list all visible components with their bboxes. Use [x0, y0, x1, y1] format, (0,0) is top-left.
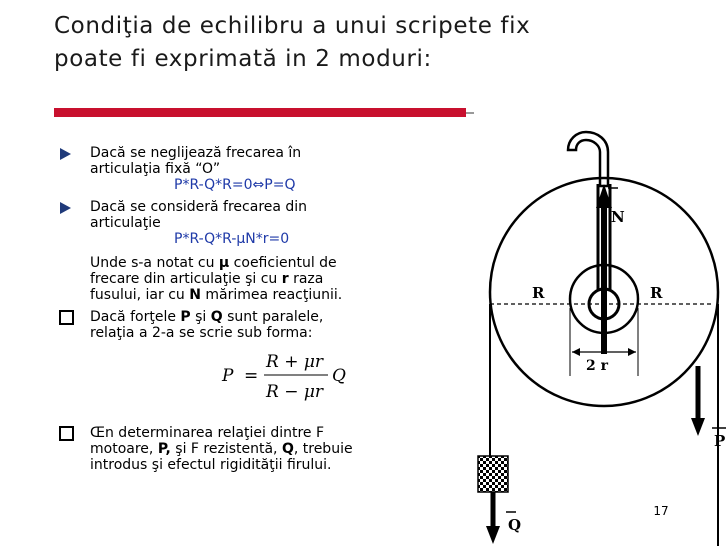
symbol-N: N [189, 287, 201, 303]
bullet-text-line: introdus şi efectul rigidităţii firului. [90, 457, 332, 473]
bullet-text-line: Dacă se neglijează frecarea în [90, 145, 302, 161]
page-number: 17 [653, 504, 669, 518]
label-N: N [611, 208, 625, 226]
formula-with-friction: P*R-Q*R-μN*r=0 [174, 231, 290, 247]
bullet-parallel-forces: Dacă forţele P şi Q sunt paralele, relaţ… [58, 309, 468, 405]
eq-lhs: P [221, 366, 234, 386]
slide-body: Dacă se neglijează frecarea în articulaţ… [58, 145, 468, 473]
force-P-arrowhead [691, 418, 705, 436]
eq-denominator: R − μr [265, 382, 324, 402]
bullet-rigidity: Œn determinarea relaţiei dintre F motoar… [58, 425, 468, 473]
arrow-bullet-icon [60, 148, 71, 160]
eq-sign: = [244, 366, 258, 386]
title-line-1: Condiţia de echilibru a unui scripete fi… [54, 13, 531, 39]
label-R-left: R [532, 284, 545, 302]
reaction-arrowhead [596, 184, 612, 208]
label-2r: 2 r [586, 358, 609, 374]
bullet-no-friction: Dacă se neglijează frecarea în articulaţ… [58, 145, 468, 193]
equation-block: P = R + μr R − μr Q [90, 347, 468, 405]
bullet-text-line: relaţia a 2-a se scrie sub forma: [90, 325, 313, 341]
title-underline-gray [466, 112, 474, 114]
label-R-right: R [650, 284, 663, 302]
arrow-bullet-icon [60, 202, 71, 214]
hook-icon [566, 130, 610, 188]
eq-numerator: R + μr [265, 352, 324, 372]
bullet-text-line: articulaţie [90, 215, 161, 231]
note-line: frecare din articulaţie şi cu r raza [90, 271, 324, 287]
bullet-text-line: articulaţia fixă “O” [90, 161, 221, 177]
label-Q: Q [508, 516, 521, 534]
slide-title: Condiţia de echilibru a unui scripete fi… [54, 10, 614, 76]
pulley-wheel [488, 176, 720, 408]
symbol-mu: μ [218, 255, 230, 271]
symbol-r: r [281, 271, 289, 287]
title-underline-red [54, 108, 466, 117]
bullet-text-line: Dacă se consideră frecarea din [90, 199, 308, 215]
checkbox-bullet-icon [59, 310, 74, 325]
bullet-text-line: Œn determinarea relaţiei dintre F [90, 425, 325, 441]
eq-factor: Q [332, 366, 346, 386]
note-line: Unde s-a notat cu μ coeficientul de [90, 255, 337, 271]
dim-arrowhead-left [572, 348, 580, 356]
dim-arrowhead-right [628, 348, 636, 356]
fraction-equation: P = R + μr R − μr Q [221, 352, 346, 402]
formula-no-friction: P*R-Q*R=0⇔P=Q [174, 177, 296, 193]
bullet-text-line: motoare, P, şi F rezistentă, Q, trebuie [90, 441, 353, 457]
force-Q-arrowhead [486, 526, 500, 544]
checkbox-bullet-icon [59, 426, 74, 441]
note-line: fusului, iar cu N mărimea reacţiunii. [90, 287, 343, 303]
weight-block [477, 455, 509, 493]
bullet-text-line: Dacă forţele P şi Q sunt paralele, [90, 309, 324, 325]
bullet-with-friction: Dacă se consideră frecarea din articulaţ… [58, 199, 468, 303]
label-P: P [714, 432, 725, 450]
pulley-diagram: N R R 2 r Q P [477, 130, 726, 546]
title-line-2: poate fi exprimată in 2 moduri: [54, 46, 432, 72]
